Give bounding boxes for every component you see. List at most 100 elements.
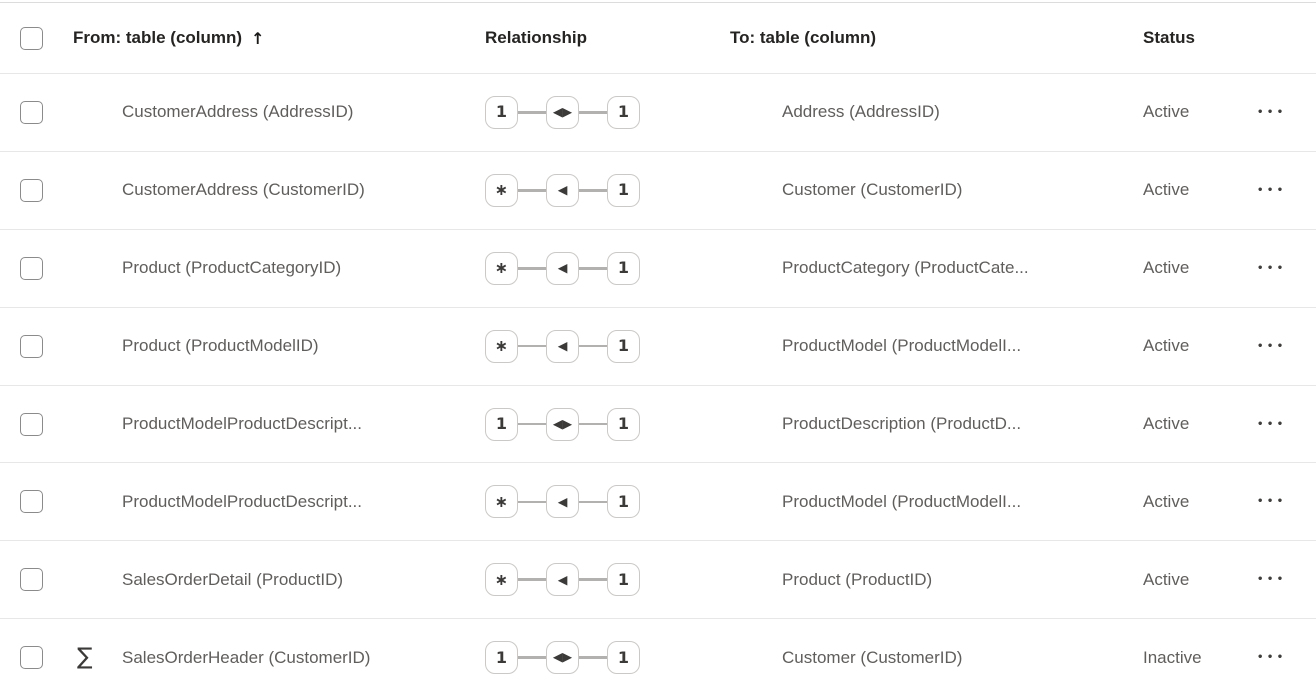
more-options-button[interactable]: ••• (1257, 574, 1287, 586)
sort-ascending-icon: ↑ (251, 28, 265, 48)
row-checkbox[interactable] (20, 490, 43, 514)
status-label: Active (1143, 102, 1190, 122)
connector-line (579, 111, 607, 114)
row-checkbox[interactable] (20, 646, 43, 670)
filter-direction-icon: ◀ (546, 329, 579, 363)
to-table-column: Product (ProductID) (782, 569, 933, 589)
from-cardinality-badge: 1 (485, 95, 518, 129)
to-cardinality-badge: 1 (607, 95, 640, 129)
status-label: Inactive (1143, 647, 1202, 667)
cardinality-indicator: 1 ◀▶ 1 (485, 407, 730, 441)
to-table-column: ProductDescription (ProductD... (782, 414, 1022, 433)
filter-direction-icon: ◀ (546, 485, 579, 519)
connector-line (579, 422, 607, 426)
to-cardinality-badge: 1 (607, 563, 640, 597)
from-table-column: Product (ProductCategoryID) (122, 258, 342, 278)
more-options-button[interactable]: ••• (1257, 184, 1287, 196)
to-table-column: Customer (CustomerID) (782, 647, 963, 667)
relationship-row[interactable]: Product (ProductCategoryID) ∗ ◀ 1 Produc… (0, 228, 1316, 307)
cardinality-indicator: ∗ ◀ 1 (485, 173, 730, 207)
more-options-button[interactable]: ••• (1257, 106, 1287, 118)
connector-line (518, 500, 546, 504)
connector-line (518, 656, 546, 659)
from-table-column: SalesOrderDetail (ProductID) (122, 569, 344, 589)
relationship-row[interactable]: SalesOrderDetail (ProductID) ∗ ◀ 1 Produ… (0, 540, 1316, 618)
status-label: Active (1143, 258, 1190, 278)
connector-line (579, 578, 607, 582)
from-table-column: SalesOrderHeader (CustomerID) (122, 647, 371, 667)
from-cardinality-badge: ∗ (485, 563, 518, 597)
to-cardinality-badge: 1 (607, 485, 640, 519)
to-cardinality-badge: 1 (607, 251, 640, 285)
relationship-row[interactable]: CustomerAddress (AddressID) 1 ◀▶ 1 Addre… (0, 73, 1316, 151)
more-options-button[interactable]: ••• (1257, 340, 1287, 352)
more-options-button[interactable]: ••• (1257, 496, 1287, 508)
relationship-row[interactable]: CustomerAddress (CustomerID) ∗ ◀ 1 Custo… (0, 150, 1316, 229)
to-cardinality-badge: 1 (607, 407, 640, 441)
column-header-to[interactable]: To: table (column) (730, 28, 877, 47)
connector-line (579, 189, 607, 192)
to-cardinality-badge: 1 (607, 641, 640, 675)
cardinality-indicator: 1 ◀▶ 1 (485, 641, 730, 675)
row-checkbox[interactable] (20, 412, 43, 436)
relationship-row[interactable]: ∑ SalesOrderHeader (CustomerID) 1 ◀▶ 1 C… (0, 618, 1316, 696)
status-label: Active (1143, 491, 1190, 511)
cardinality-indicator: ∗ ◀ 1 (485, 251, 730, 285)
from-table-column: CustomerAddress (AddressID) (122, 102, 354, 122)
from-cardinality-badge: ∗ (485, 251, 518, 285)
status-label: Active (1143, 180, 1190, 200)
connector-line (579, 500, 607, 504)
status-label: Active (1143, 569, 1190, 589)
filter-direction-icon: ◀▶ (546, 641, 579, 675)
status-label: Active (1143, 336, 1190, 356)
connector-line (518, 344, 546, 348)
row-checkbox[interactable] (20, 334, 43, 358)
status-label: Active (1143, 414, 1190, 433)
row-checkbox[interactable] (20, 100, 43, 124)
column-header-relationship[interactable]: Relationship (485, 28, 588, 47)
row-checkbox[interactable] (20, 178, 43, 202)
connector-line (579, 266, 607, 270)
from-cardinality-badge: ∗ (485, 173, 518, 207)
to-table-column: ProductModel (ProductModelI... (782, 491, 1022, 511)
from-table-column: Product (ProductModelID) (122, 336, 319, 356)
connector-line (518, 578, 546, 582)
relationship-row[interactable]: ProductModelProductDescript... 1 ◀▶ 1 Pr… (0, 384, 1316, 463)
to-cardinality-badge: 1 (607, 329, 640, 363)
to-cardinality-badge: 1 (607, 173, 640, 207)
relationship-row[interactable]: ProductModelProductDescript... ∗ ◀ 1 Pro… (0, 462, 1316, 540)
to-table-column: ProductModel (ProductModelI... (782, 336, 1022, 356)
to-table-column: ProductCategory (ProductCate... (782, 258, 1029, 278)
filter-direction-icon: ◀ (546, 563, 579, 597)
cardinality-indicator: ∗ ◀ 1 (485, 329, 730, 363)
more-options-button[interactable]: ••• (1257, 652, 1287, 664)
from-cardinality-badge: ∗ (485, 485, 518, 519)
row-checkbox[interactable] (20, 568, 43, 592)
connector-line (579, 656, 607, 659)
select-all-checkbox[interactable] (20, 26, 43, 50)
from-cardinality-badge: 1 (485, 407, 518, 441)
filter-direction-icon: ◀▶ (546, 95, 579, 129)
more-options-button[interactable]: ••• (1257, 418, 1287, 430)
filter-direction-icon: ◀ (546, 173, 579, 207)
from-table-column: CustomerAddress (CustomerID) (122, 180, 365, 200)
filter-direction-icon: ◀▶ (546, 407, 579, 441)
filter-direction-icon: ◀ (546, 251, 579, 285)
connector-line (579, 344, 607, 348)
row-checkbox[interactable] (20, 256, 43, 280)
connector-line (518, 422, 546, 426)
to-table-column: Customer (CustomerID) (782, 180, 963, 200)
column-header-status[interactable]: Status (1143, 28, 1195, 47)
more-options-button[interactable]: ••• (1257, 262, 1287, 274)
relationship-row[interactable]: Product (ProductModelID) ∗ ◀ 1 ProductMo… (0, 306, 1316, 385)
cardinality-indicator: 1 ◀▶ 1 (485, 95, 730, 129)
column-header-from[interactable]: From: table (column) ↑ (63, 28, 485, 48)
connector-line (518, 189, 546, 192)
cardinality-indicator: ∗ ◀ 1 (485, 563, 730, 597)
column-header-from-label: From: table (column) (73, 28, 243, 47)
relationships-table-header: From: table (column) ↑ Relationship To: … (0, 2, 1316, 73)
to-table-column: Address (AddressID) (782, 102, 940, 122)
from-cardinality-badge: ∗ (485, 329, 518, 363)
cardinality-indicator: ∗ ◀ 1 (485, 485, 730, 519)
relationships-table-body: CustomerAddress (AddressID) 1 ◀▶ 1 Addre… (0, 73, 1316, 696)
